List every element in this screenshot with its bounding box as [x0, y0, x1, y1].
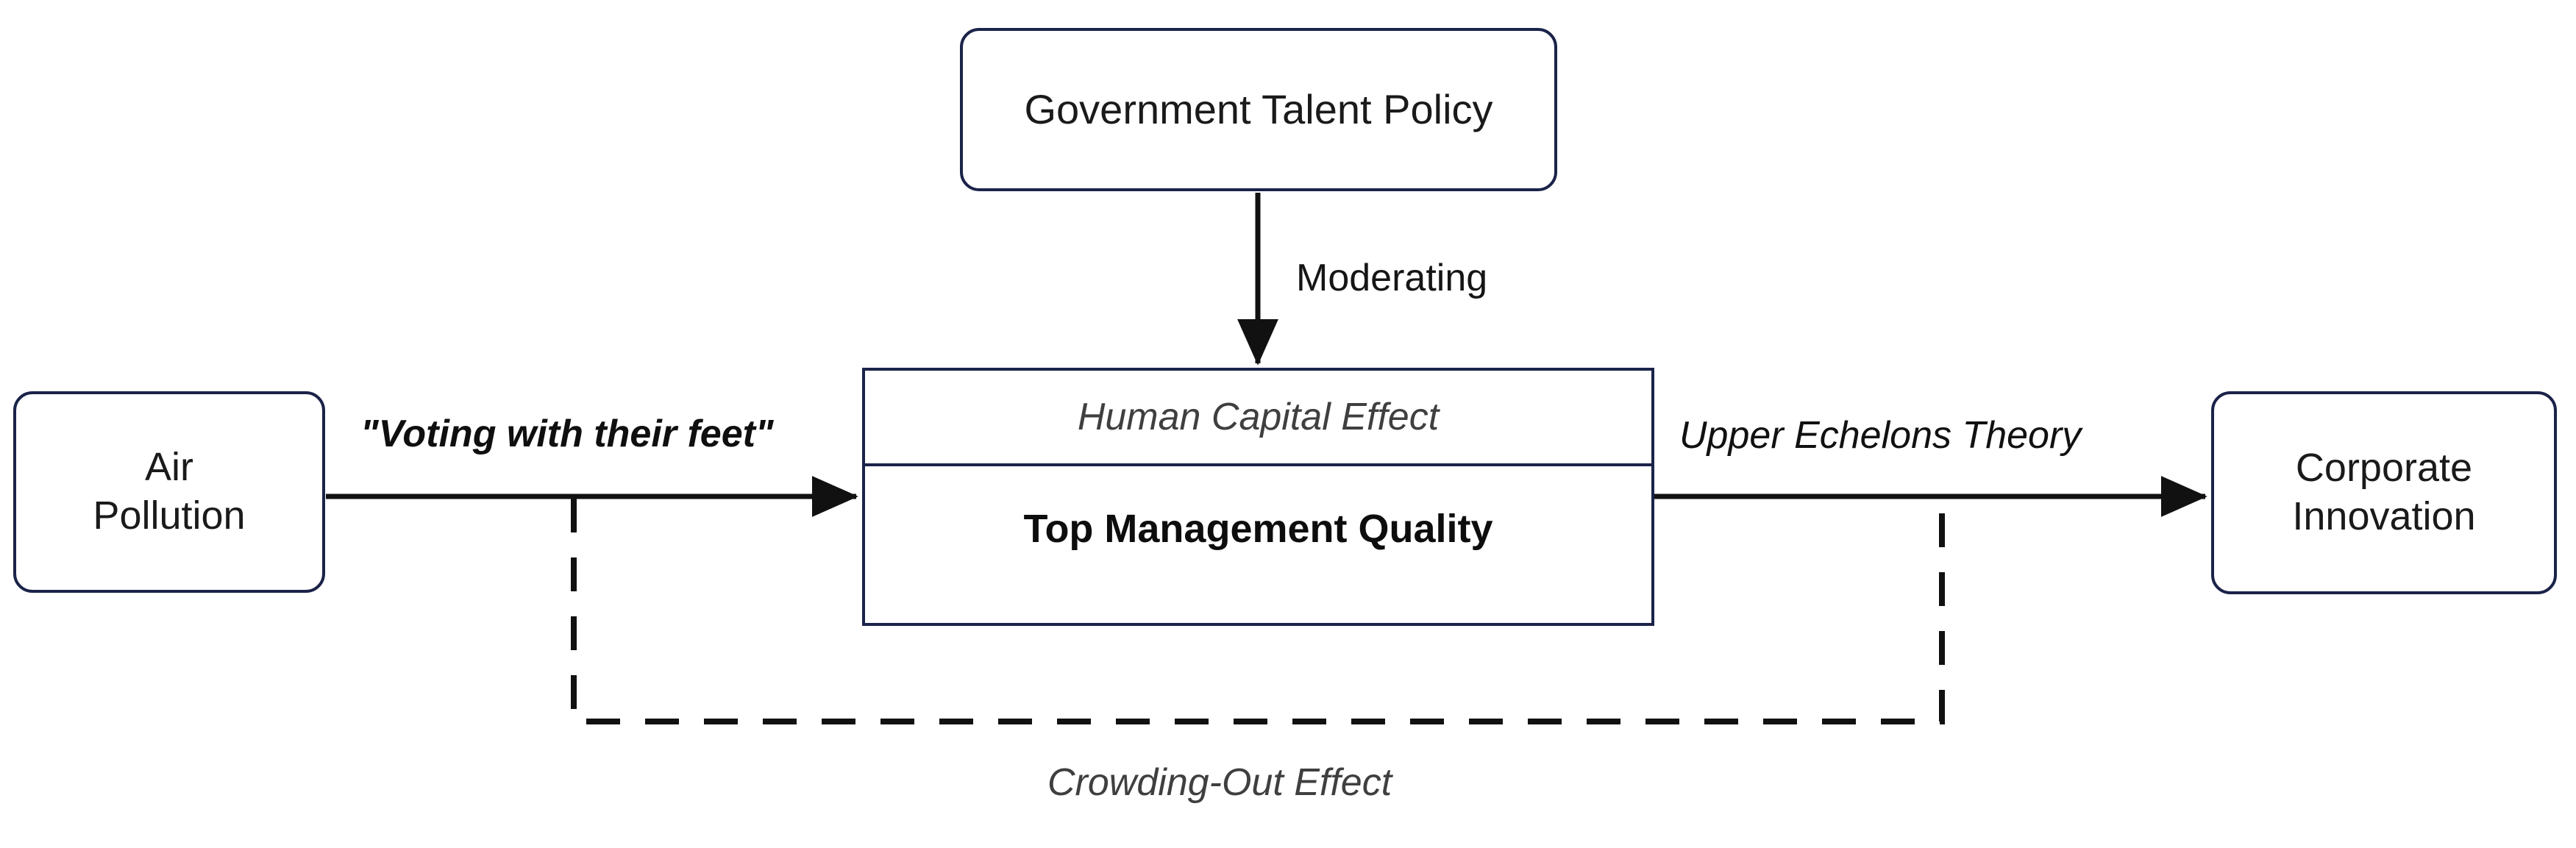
edge-label-moderating: Moderating: [1296, 257, 1488, 299]
mediator-human-capital-effect-label: Human Capital Effect: [1077, 396, 1440, 438]
edge-label-upper-echelons-theory: Upper Echelons Theory: [1679, 414, 2082, 457]
node-corporate-innovation[interactable]: Corporate Innovation: [2211, 391, 2557, 594]
edge-label-crowding-out-effect: Crowding-Out Effect: [1047, 761, 1392, 804]
node-top-management-quality[interactable]: Human Capital Effect Top Management Qual…: [862, 368, 1654, 626]
mediator-lower-section: Top Management Quality: [865, 466, 1651, 623]
mediator-upper-section: Human Capital Effect: [865, 371, 1651, 466]
edge-label-voting-with-their-feet: "Voting with their feet": [360, 413, 774, 455]
connector-crowding-out-dashed: [571, 499, 1945, 724]
node-air-pollution-label: Air Pollution: [93, 445, 246, 538]
mediator-top-management-quality-label: Top Management Quality: [1023, 506, 1493, 551]
node-corporate-innovation-label: Corporate Innovation: [2292, 446, 2476, 538]
node-air-pollution[interactable]: Air Pollution: [13, 391, 325, 593]
node-government-talent-policy[interactable]: Government Talent Policy: [960, 28, 1557, 191]
node-government-talent-policy-label: Government Talent Policy: [1024, 85, 1493, 132]
